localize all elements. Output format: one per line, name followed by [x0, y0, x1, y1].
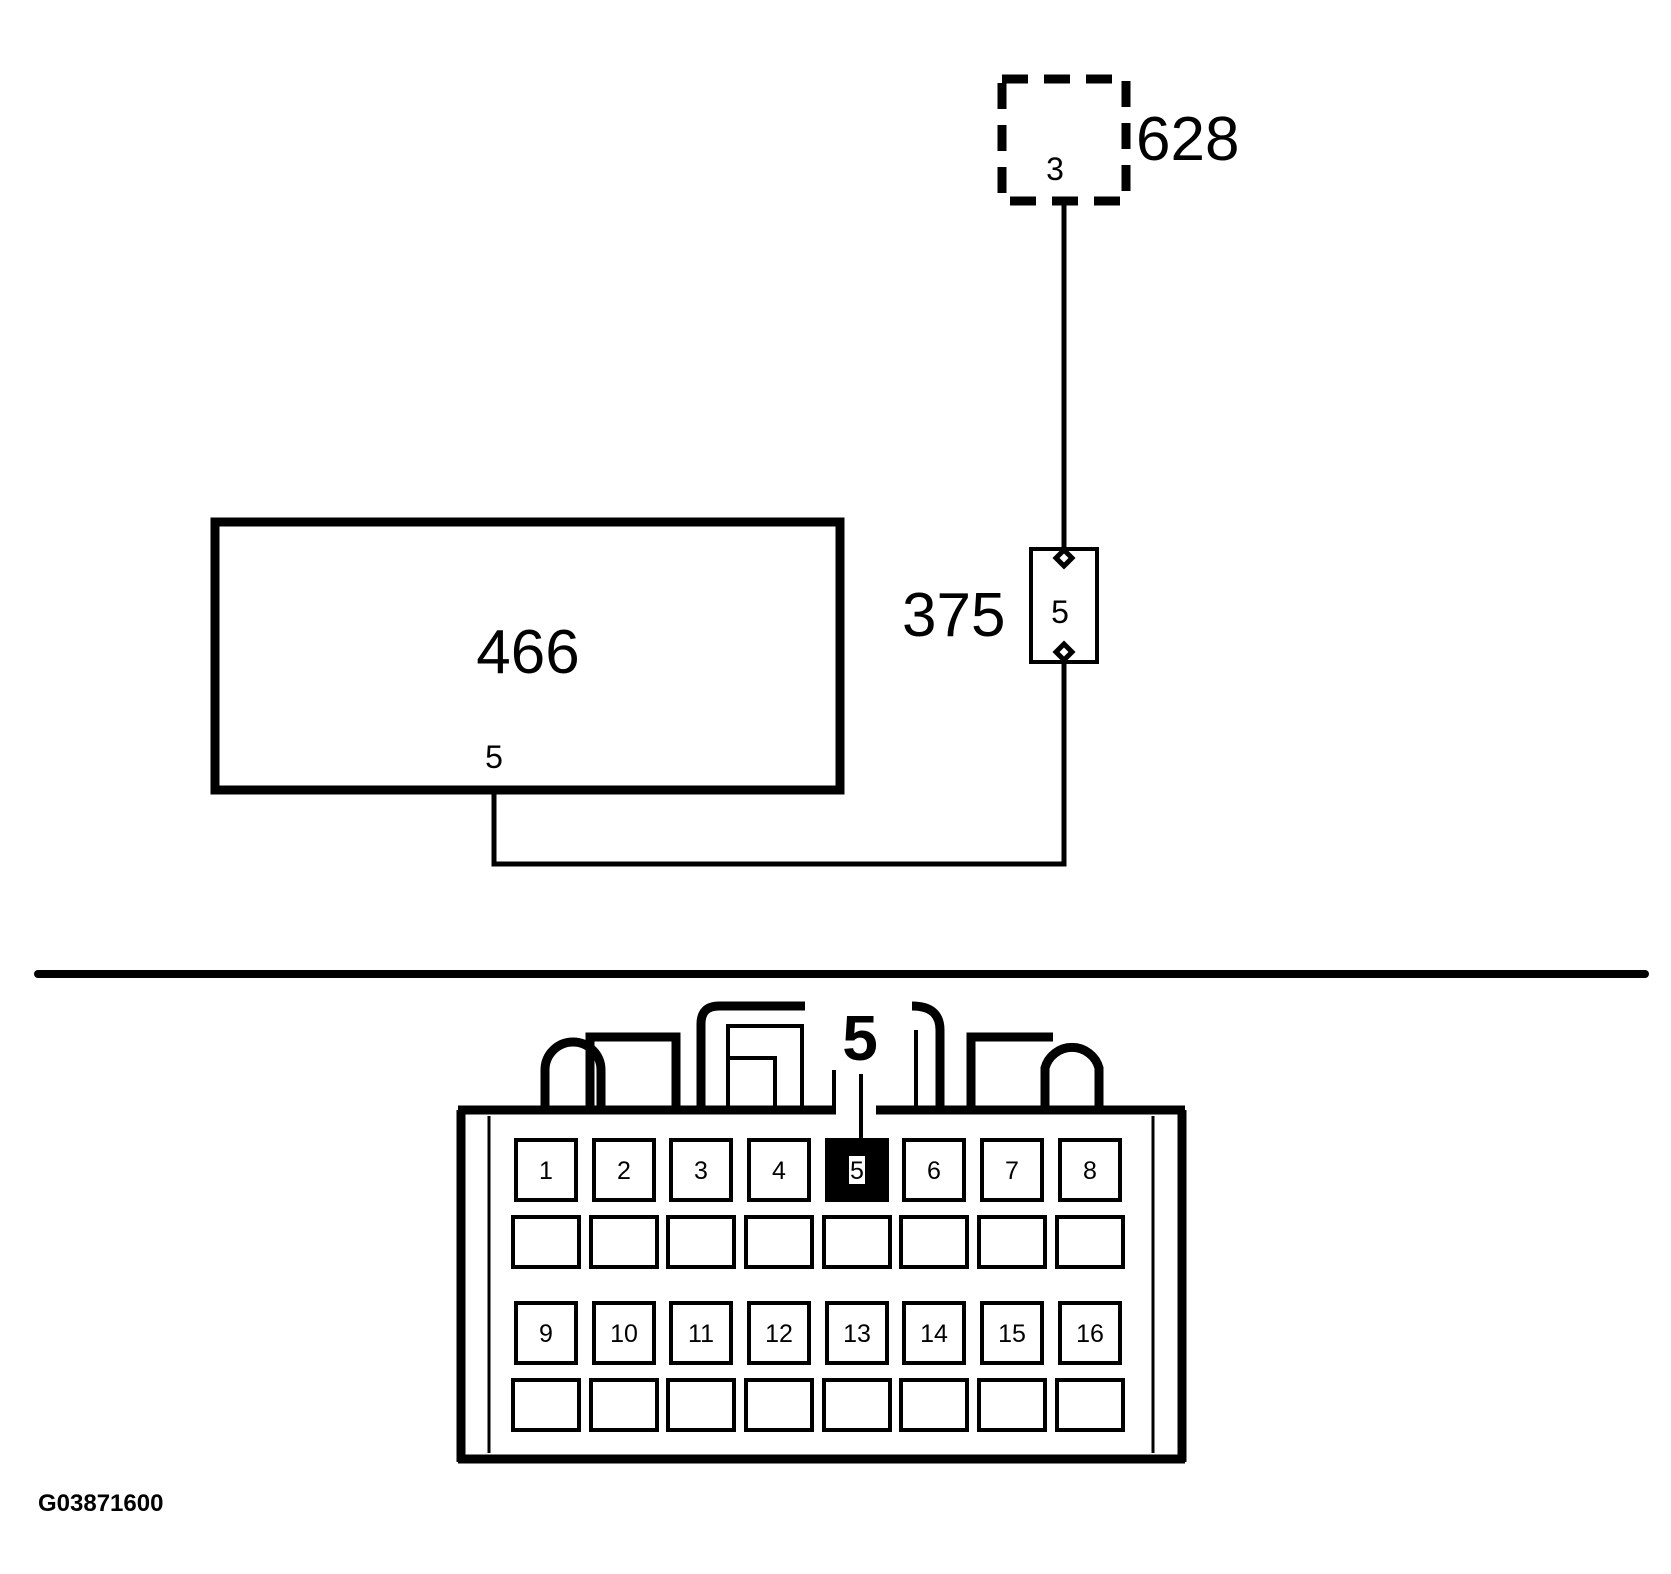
component-466-pin-label: 5 [485, 739, 503, 775]
component-628-label: 628 [1136, 105, 1239, 174]
connector-cavity-empty [977, 1378, 1047, 1432]
connector-pin-label: 16 [1076, 1320, 1104, 1348]
connector-pin-4 [747, 1138, 811, 1202]
connector-pin-label: 12 [765, 1320, 793, 1348]
wire-375-to-466 [491, 660, 1067, 867]
connector-cavity-empty [511, 1378, 581, 1432]
connector-pin-label: 4 [772, 1157, 786, 1185]
connector-pin-9 [514, 1301, 578, 1365]
connector-highlight-label: 5 [842, 1002, 878, 1074]
component-628-pin-label: 3 [1046, 151, 1064, 187]
connector-pin-6 [902, 1138, 966, 1202]
connector-pin-12 [747, 1301, 811, 1365]
component-375-pin-label: 5 [1051, 594, 1069, 630]
connector-pin-11 [669, 1301, 733, 1365]
connector-pin-label: 5 [850, 1157, 864, 1185]
connector-cavity-empty [822, 1378, 892, 1432]
connector-pin-label: 6 [927, 1157, 941, 1185]
connector-cavity-empty [511, 1215, 581, 1269]
connector-pin-label: 3 [694, 1157, 708, 1185]
connector-cavity-empty [589, 1378, 659, 1432]
figure-code: G03871600 [38, 1490, 163, 1517]
connector-cavity-empty [1055, 1215, 1125, 1269]
connector-pin-14 [902, 1301, 966, 1365]
connector-cavity-empty [744, 1215, 814, 1269]
connector-cavity-empty [899, 1215, 969, 1269]
connector-cavity-empty [589, 1215, 659, 1269]
connector-cavity-empty [899, 1378, 969, 1432]
connector-pin-highlight-window [849, 1156, 865, 1184]
connector-cavity-empty [666, 1215, 736, 1269]
component-466: 466 5 [210, 517, 845, 795]
connector-pin-label: 1 [539, 1157, 553, 1185]
component-375: 5 375 [902, 546, 1099, 664]
connector-cavity-empty [977, 1215, 1047, 1269]
connector-pin-label: 7 [1005, 1157, 1019, 1185]
component-628: 628 3 [997, 74, 1239, 206]
connector-contact-bottom-icon [1052, 640, 1076, 664]
connector-pin-3 [669, 1138, 733, 1202]
connector-pin-label: 13 [843, 1320, 871, 1348]
connector-latch-features [540, 1001, 1104, 1108]
connector-pin-label: 9 [539, 1320, 553, 1348]
connector-pin-label: 8 [1083, 1157, 1097, 1185]
connector-contact-top-icon [1052, 546, 1076, 570]
connector-pin-label: 10 [610, 1320, 638, 1348]
connector-pin-10 [592, 1301, 656, 1365]
connector-cavity-empty [744, 1378, 814, 1432]
connector-pin-label: 2 [617, 1157, 631, 1185]
connector-pin-7 [980, 1138, 1044, 1202]
connector-cavity-empty [822, 1215, 892, 1269]
connector-pin-13 [825, 1301, 889, 1365]
connector-pin-16 [1058, 1301, 1122, 1365]
connector-pin-label: 11 [688, 1320, 714, 1348]
connector-pin-8 [1058, 1138, 1122, 1202]
connector-pin-1 [514, 1138, 578, 1202]
connector-pin-label: 15 [998, 1320, 1026, 1348]
component-466-label: 466 [476, 618, 579, 687]
connector-pin-label: 14 [920, 1320, 948, 1348]
component-375-label: 375 [902, 581, 1005, 650]
connector-cavity-empty [1055, 1378, 1125, 1432]
connector-pin-2 [592, 1138, 656, 1202]
connector-cavity-empty [666, 1378, 736, 1432]
connector-pin-15 [980, 1301, 1044, 1365]
